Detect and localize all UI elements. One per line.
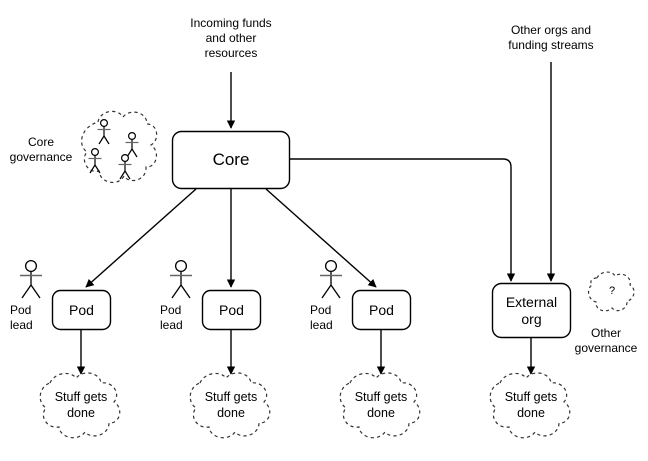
pod-lead-figure-3 bbox=[320, 259, 342, 299]
node-pod-3[interactable] bbox=[351, 289, 412, 331]
cloud-other-governance bbox=[587, 271, 635, 312]
cloud-core-governance bbox=[81, 110, 158, 184]
node-pod-2[interactable] bbox=[201, 289, 262, 331]
node-core[interactable] bbox=[171, 130, 291, 190]
cloud-outcome-2 bbox=[189, 372, 271, 439]
core-governance-person-4 bbox=[118, 154, 132, 180]
node-external-org[interactable] bbox=[491, 282, 572, 339]
pod-lead-figure-1 bbox=[20, 259, 42, 299]
arrow-core-to-pod3 bbox=[265, 188, 377, 288]
cloud-outcome-3 bbox=[339, 372, 421, 439]
node-pod-1[interactable] bbox=[51, 289, 112, 331]
core-governance-person-1 bbox=[97, 118, 111, 145]
arrow-core-to-external-org bbox=[290, 158, 516, 282]
cloud-outcome-4 bbox=[489, 372, 571, 439]
core-governance-person-2 bbox=[125, 132, 139, 158]
pod-lead-figure-2 bbox=[170, 259, 192, 299]
arrow-core-to-pod1 bbox=[85, 188, 197, 288]
core-governance-person-3 bbox=[88, 148, 102, 174]
cloud-outcome-1 bbox=[39, 372, 121, 439]
